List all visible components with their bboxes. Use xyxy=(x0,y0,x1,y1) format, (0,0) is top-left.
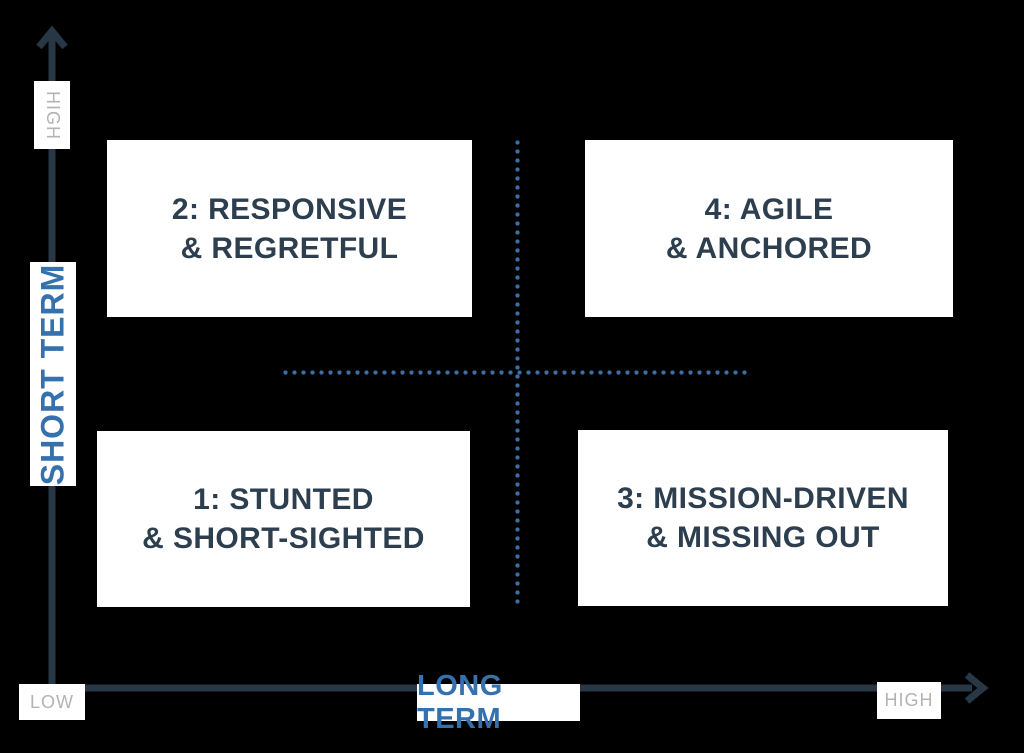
x-axis-high-label-text: HIGH xyxy=(884,690,934,710)
quadrant-1-title-line2: & SHORT-SIGHTED xyxy=(142,522,425,555)
x-axis-title: LONG TERM xyxy=(417,670,580,735)
y-axis-title-text: SHORT TERM xyxy=(34,263,71,485)
quadrant-2-title-line2: & REGRETFUL xyxy=(180,231,399,265)
origin-low-label: LOW xyxy=(19,684,85,720)
quadrant-4-title-line1: 4: AGILE xyxy=(704,192,834,226)
horizontal-dotted-divider xyxy=(281,370,751,375)
quadrant-1-box: 1: STUNTED & SHORT-SIGHTED xyxy=(97,431,470,607)
quadrant-3-box: 3: MISSION-DRIVEN & MISSING OUT xyxy=(578,430,948,606)
origin-low-label-text: LOW xyxy=(29,691,74,712)
y-axis-high-label: HIGH xyxy=(34,81,70,149)
x-axis-title-text: LONG TERM xyxy=(417,669,503,735)
quadrant-2-box: 2: RESPONSIVE & REGRETFUL xyxy=(107,140,472,317)
x-axis-high-label: HIGH xyxy=(877,682,941,719)
y-axis-high-label-text: HIGH xyxy=(42,90,63,140)
quadrant-4-box: 4: AGILE & ANCHORED xyxy=(585,140,953,317)
quadrant-3-title-line2: & MISSING OUT xyxy=(646,521,880,554)
quadrant-1-title-line1: 1: STUNTED xyxy=(193,483,374,516)
y-axis-title: SHORT TERM xyxy=(30,262,76,486)
quadrant-2-title-line1: 2: RESPONSIVE xyxy=(171,192,408,226)
quadrant-4-title-line2: & ANCHORED xyxy=(665,231,873,265)
quadrant-3-title-line1: 3: MISSION-DRIVEN xyxy=(617,482,909,515)
